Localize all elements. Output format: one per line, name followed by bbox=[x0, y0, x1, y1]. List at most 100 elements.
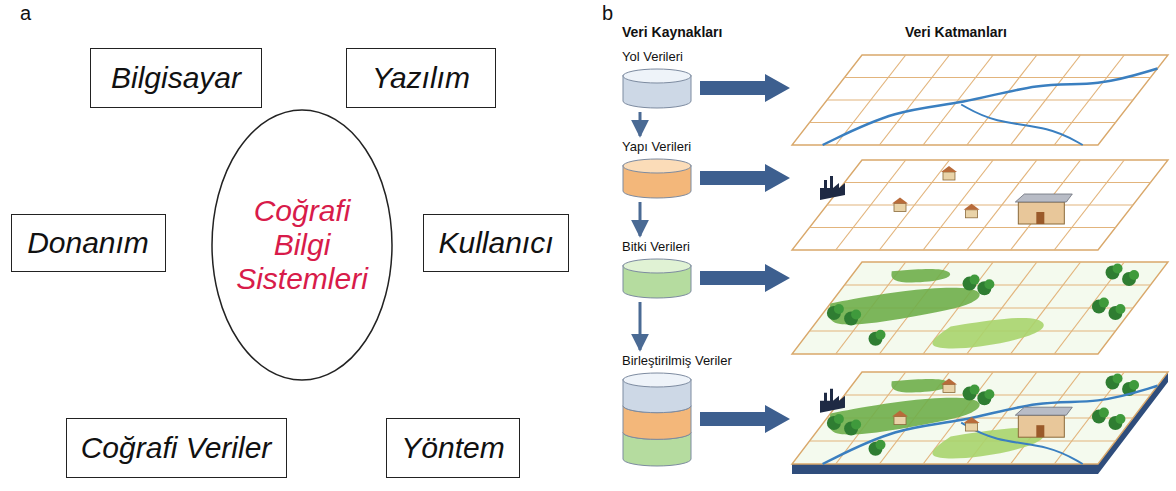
tree bbox=[1115, 304, 1125, 314]
component-box: Coğrafi Veriler bbox=[66, 418, 287, 478]
house bbox=[966, 210, 978, 218]
panel-letter: a bbox=[20, 2, 31, 25]
map-layer bbox=[792, 55, 1168, 145]
house bbox=[894, 204, 906, 212]
layer-plane bbox=[792, 55, 1168, 145]
grid-line bbox=[810, 122, 1116, 123]
building-door bbox=[1036, 425, 1044, 437]
tree bbox=[984, 389, 994, 399]
grid-line bbox=[845, 394, 1151, 395]
data-source-label: Yapı Verileri bbox=[622, 138, 692, 155]
tree bbox=[970, 275, 980, 285]
component-box: Kullanıcı bbox=[423, 214, 569, 272]
tree bbox=[876, 330, 886, 340]
house-roof bbox=[892, 411, 908, 417]
grid-line bbox=[845, 284, 1151, 285]
cylinder-top bbox=[623, 373, 691, 387]
node-label: Yöntem bbox=[401, 430, 504, 466]
tree bbox=[1099, 408, 1109, 418]
component-box: Bilgisayar bbox=[90, 48, 262, 108]
vegetation-patch bbox=[932, 318, 1043, 349]
layer-plane bbox=[792, 372, 1168, 464]
cylinder-icon bbox=[622, 258, 692, 300]
house-roof bbox=[941, 166, 957, 172]
vegetation-patch bbox=[829, 288, 980, 325]
building-door bbox=[1036, 212, 1044, 224]
column-heading: Veri Katmanları bbox=[905, 24, 1007, 40]
grid-line bbox=[827, 99, 1133, 100]
tree bbox=[834, 414, 844, 424]
tree bbox=[1129, 380, 1139, 390]
tree bbox=[1099, 298, 1109, 308]
ellipse-shape bbox=[212, 110, 392, 380]
center-ellipse: Coğrafi Bilgi Sistemleri bbox=[211, 109, 393, 381]
flow-arrow bbox=[700, 74, 790, 102]
cylinder-top bbox=[623, 159, 691, 173]
road bbox=[961, 105, 1082, 146]
house bbox=[966, 423, 978, 431]
layer-plane bbox=[792, 262, 1168, 354]
house-roof bbox=[964, 204, 980, 210]
component-box: Yöntem bbox=[386, 418, 520, 478]
road bbox=[823, 69, 1158, 146]
node-label: Donanım bbox=[27, 225, 149, 261]
tree bbox=[851, 310, 861, 320]
house-roof bbox=[941, 378, 957, 384]
layer-base bbox=[792, 372, 1168, 474]
house-roof bbox=[964, 417, 980, 423]
component-box: Donanım bbox=[11, 214, 166, 272]
factory bbox=[820, 389, 845, 413]
building-roof bbox=[1015, 194, 1072, 202]
vegetation-patch bbox=[891, 269, 950, 283]
tree bbox=[876, 440, 886, 450]
building bbox=[1018, 202, 1064, 224]
cylinder-top bbox=[623, 259, 691, 273]
node-label: Coğrafi Veriler bbox=[81, 430, 272, 466]
tree bbox=[834, 304, 844, 314]
flow-arrow bbox=[700, 164, 790, 192]
cylinder-icon bbox=[622, 68, 692, 110]
flow-arrow bbox=[700, 405, 790, 433]
node-label: Coğrafi Bilgi Sistemleri bbox=[227, 194, 377, 296]
cylinder-icon bbox=[622, 372, 692, 468]
database-cylinder: Bitki Verileri bbox=[622, 238, 692, 300]
map-layer bbox=[792, 160, 1168, 250]
tree bbox=[1129, 270, 1139, 280]
tree bbox=[1113, 264, 1123, 274]
tree bbox=[984, 279, 994, 289]
data-source-label: Bitki Verileri bbox=[622, 238, 692, 255]
node-label: Bilgisayar bbox=[111, 60, 241, 96]
cylinder-top bbox=[623, 69, 691, 83]
tree bbox=[1113, 374, 1123, 384]
tree bbox=[851, 420, 861, 430]
house bbox=[894, 417, 906, 425]
house-roof bbox=[892, 198, 908, 204]
data-source-label: Birleştirilmiş Veriler bbox=[622, 352, 732, 369]
building bbox=[1018, 415, 1064, 437]
road bbox=[823, 386, 1158, 464]
panel-letter: b bbox=[602, 2, 613, 25]
node-label: Kullanıcı bbox=[438, 225, 553, 261]
down-arrow bbox=[639, 112, 642, 136]
cylinder-icon bbox=[622, 158, 692, 200]
tree bbox=[970, 385, 980, 395]
house bbox=[943, 384, 955, 392]
grid-line bbox=[845, 182, 1151, 183]
database-cylinder: Birleştirilmiş Veriler bbox=[622, 352, 732, 468]
house bbox=[943, 172, 955, 180]
flow-arrow bbox=[700, 264, 790, 292]
factory bbox=[820, 176, 845, 200]
tree bbox=[1115, 414, 1125, 424]
vegetation-patch bbox=[891, 379, 950, 393]
building-roof bbox=[1015, 407, 1072, 415]
layer-plane bbox=[792, 160, 1168, 250]
column-heading: Veri Kaynakları bbox=[622, 24, 722, 40]
node-label: Yazılım bbox=[372, 60, 470, 96]
down-arrow bbox=[639, 202, 642, 236]
component-box: Yazılım bbox=[346, 48, 496, 108]
database-cylinder: Yapı Verileri bbox=[622, 138, 692, 200]
down-arrow bbox=[639, 302, 642, 350]
data-source-label: Yol Verileri bbox=[622, 48, 692, 65]
grid-line bbox=[810, 227, 1116, 228]
